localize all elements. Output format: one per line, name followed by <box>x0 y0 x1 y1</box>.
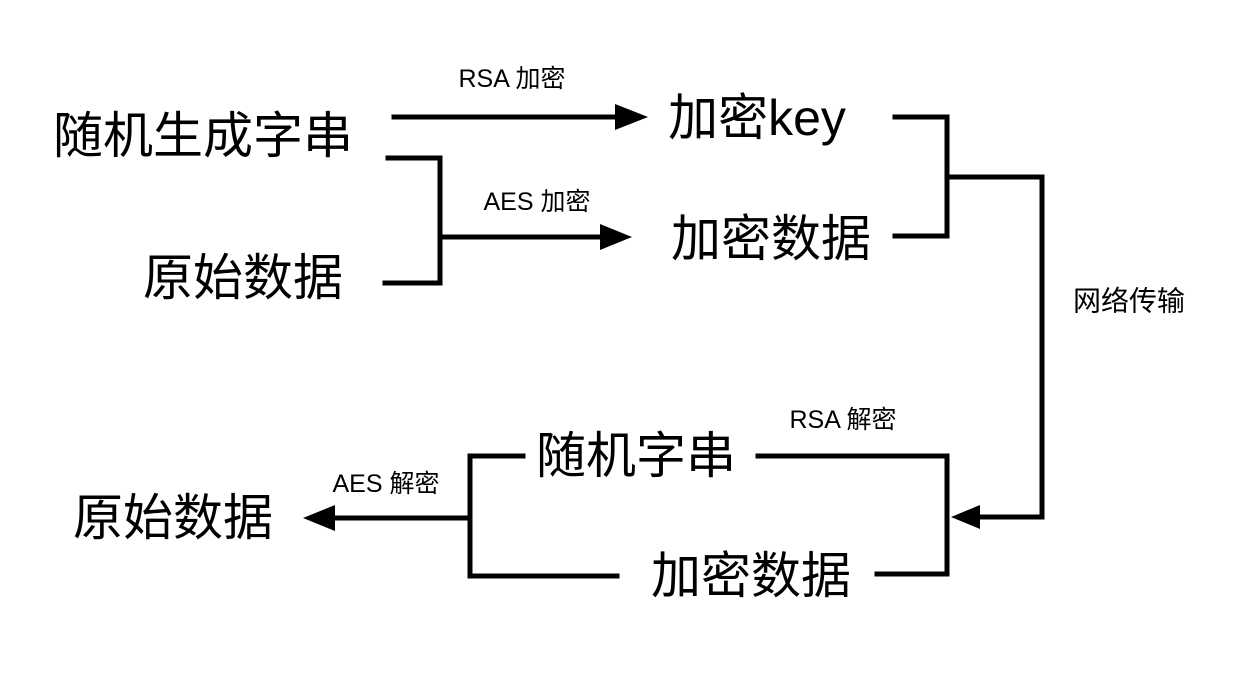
node-encrypted-key: 加密key <box>668 90 846 146</box>
node-original-data-bottom: 原始数据 <box>73 490 273 546</box>
edge-label-group: RSA 加密 AES 加密 网络传输 RSA 解密 AES 解密 <box>333 65 1186 498</box>
label-network-transfer: 网络传输 <box>1073 286 1185 317</box>
arrowhead-network-icon <box>951 505 980 529</box>
arrowhead-group <box>303 104 980 531</box>
node-text-group: 随机生成字串 原始数据 加密key 加密数据 随机字串 加密数据 原始数据 <box>53 90 871 604</box>
node-original-data-top: 原始数据 <box>143 250 343 306</box>
label-rsa-encrypt: RSA 加密 <box>459 65 566 93</box>
arrowhead-rsa-encrypt-icon <box>615 104 648 130</box>
edge-group <box>332 114 1045 579</box>
arrowhead-aes-encrypt-icon <box>600 224 632 250</box>
node-random-generated-string: 随机生成字串 <box>53 108 353 164</box>
node-encrypted-data-top: 加密数据 <box>671 211 871 267</box>
label-rsa-decrypt: RSA 解密 <box>790 406 897 434</box>
label-aes-encrypt: AES 加密 <box>484 188 591 216</box>
node-random-string: 随机字串 <box>536 428 736 484</box>
node-encrypted-data-bottom: 加密数据 <box>651 548 851 604</box>
edge-inputs-bracket <box>382 155 443 286</box>
label-aes-decrypt: AES 解密 <box>333 470 440 498</box>
edge-network-path <box>944 174 1045 520</box>
arrowhead-aes-decrypt-icon <box>303 505 335 531</box>
